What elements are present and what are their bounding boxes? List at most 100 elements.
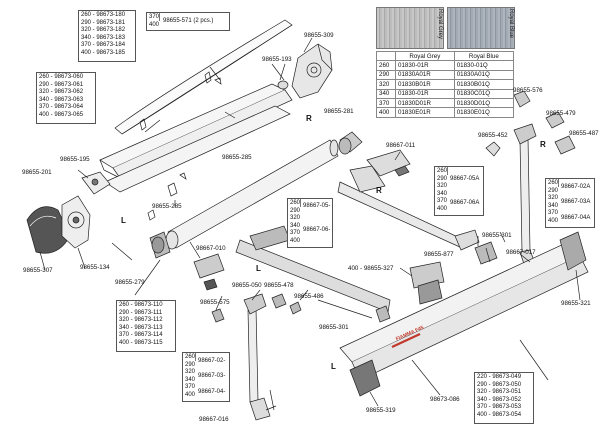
cell: 01830D01Q [453, 97, 515, 109]
list-item: 400 - 98673-065 [39, 111, 84, 118]
list-item: 400 [548, 217, 559, 224]
size-box-end-cap: 370 400 98655-571 (2 pcs.) [146, 12, 230, 31]
label-010: 98667-010 [196, 245, 226, 252]
side-marker-L2: L [256, 264, 261, 273]
list-item: 220 - 98673-049 [477, 374, 522, 380]
cell: 01830B01R [395, 79, 455, 90]
list-item: 290 - 98673-111 [119, 309, 163, 316]
swatch-label-grey: Royal Grey [437, 9, 443, 40]
list-item: 260 - 98673-110 [119, 302, 163, 308]
swatch-royal-grey [376, 7, 444, 49]
list-item: 320 [548, 195, 559, 202]
col-divider [558, 179, 559, 187]
list-item: 320 [290, 215, 301, 222]
list-item: 290 - 98673-050 [477, 381, 522, 388]
label-309: 98655-309 [304, 32, 334, 39]
list-item: 320 - 98673-062 [39, 89, 84, 96]
color-table-head-size [376, 50, 396, 62]
label-017: 98667-017 [506, 249, 536, 256]
label-195: 98655-195 [60, 156, 90, 163]
list-item: 340 - 98673-063 [39, 96, 84, 103]
cell: 01830D01R [395, 97, 455, 109]
size-box-arm-05: 260 290 320 340 370 400 98667-05- 98667-… [287, 198, 333, 248]
list-item: 290 - 98673-181 [81, 19, 126, 26]
list-item: 98667-04A [561, 215, 591, 221]
list-item: 340 [290, 222, 301, 229]
swatch-label-blue: Royal Blue [508, 9, 514, 39]
list-item: 98667-03- [198, 373, 226, 379]
list-item: 400 - 98673-115 [119, 339, 163, 346]
bracket-011-icon [366, 149, 411, 177]
list-item: 98667-03A [561, 199, 591, 205]
part-478-icon [271, 293, 287, 309]
list-item: 98667-06A [450, 200, 480, 206]
list-item: 290 [548, 187, 559, 194]
cell: 260 [376, 60, 396, 71]
part-576-icon [513, 90, 531, 108]
part-list-top-front: 260 - 98673-180 290 - 98673-181 320 - 98… [78, 10, 136, 62]
front-end-321-icon [559, 231, 587, 271]
front-end-319-icon [349, 359, 381, 397]
part-486-icon [289, 301, 302, 315]
list-item: 260 [290, 200, 301, 206]
list-item: 320 [437, 183, 448, 190]
cell: 01830A01R [395, 69, 455, 81]
cell: 01830-01R [395, 60, 455, 71]
list-item: 260 [185, 354, 196, 360]
clip-452-icon [485, 141, 501, 157]
label-877: 98655-877 [424, 251, 454, 258]
list-item: 400 [149, 22, 160, 28]
list-item: 370 - 98673-114 [119, 332, 163, 339]
knob-193-icon [277, 80, 289, 90]
list-item: 370 - 98673-064 [39, 104, 84, 111]
list-item: 370 [437, 198, 448, 205]
list-item: 98667-05A [450, 176, 480, 182]
label-576: 98655-576 [513, 87, 543, 94]
label-086: 98673-086 [430, 396, 460, 403]
part-list-roller-tube: 260 - 98673-110 290 - 98673-111 320 - 98… [116, 300, 176, 352]
list-item: 370 [290, 230, 301, 237]
list-item: 320 - 98673-182 [81, 27, 126, 34]
label-486: 98655-486 [294, 293, 324, 300]
col-divider [195, 353, 196, 361]
list-item: 400 [437, 205, 448, 212]
list-item: 320 [185, 369, 196, 376]
list-item: 98667-02A [561, 184, 591, 190]
side-marker-L1: L [121, 216, 126, 225]
cell: 01830E01Q [453, 107, 515, 118]
size-box-leg-left: 260 290 320 340 370 400 98667-02- 98667-… [182, 352, 230, 402]
list-item: 400 [290, 237, 301, 244]
col-divider [300, 199, 301, 207]
leg-left-icon [247, 307, 259, 403]
list-item: 370 [548, 210, 559, 217]
side-marker-R2: R [376, 186, 382, 195]
label-011: 98667-011 [386, 142, 416, 149]
label-016: 98667-016 [199, 416, 229, 423]
label-307: 98655-307 [23, 267, 53, 274]
list-item: 340 [437, 190, 448, 197]
list-item: 290 [290, 207, 301, 214]
label-281: 98655-281 [324, 108, 354, 115]
list-item: 290 [437, 175, 448, 182]
list-item: 98667-05- [303, 203, 331, 209]
part-479-icon [545, 111, 565, 129]
cell: 01830-01R [395, 88, 455, 99]
label-319: 98655-319 [366, 407, 396, 414]
label-279: 98655-279 [115, 279, 145, 286]
cell: 01830C01Q [453, 88, 515, 99]
list-item: 340 - 98673-052 [477, 396, 522, 403]
list-item: 400 - 98673-185 [81, 49, 126, 56]
col-divider [159, 13, 160, 21]
label-487: 98655-487 [569, 130, 599, 137]
list-item: 400 - 98673-054 [477, 411, 522, 418]
size-box-arm-05a: 260 290 320 340 370 400 98667-05A 98667-… [434, 166, 484, 216]
color-table-head-grey: Royal Grey [395, 50, 455, 62]
label-285a: 98655-285 [222, 154, 252, 161]
list-item: 98667-04- [198, 389, 226, 395]
cell: 340 [376, 88, 396, 99]
cell: 01830A01Q [453, 69, 515, 81]
side-marker-R3: R [540, 140, 546, 149]
